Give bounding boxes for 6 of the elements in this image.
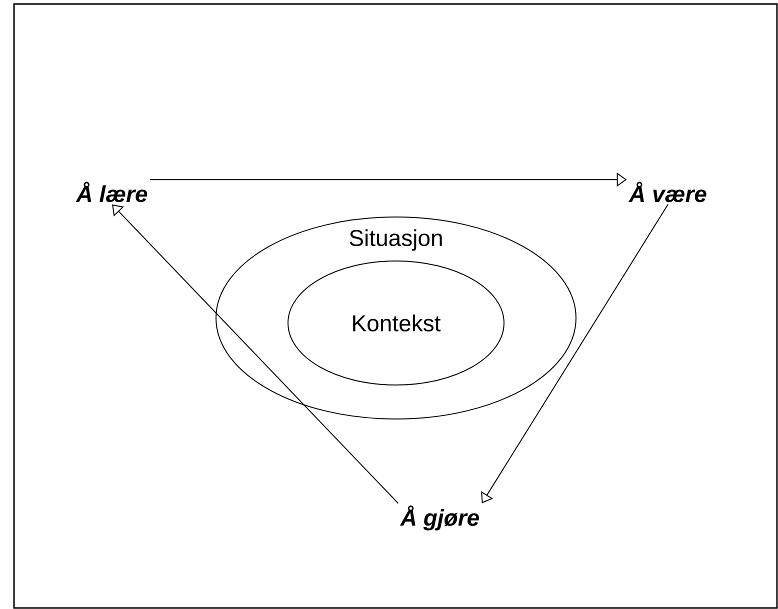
stage-label: Å gjøre (400, 506, 479, 530)
ellipse-label: Kontekst (353, 314, 441, 332)
stage-label: Å være (628, 182, 706, 202)
ellipse-label: Situasjon (350, 229, 442, 251)
stage-label: Å lære (76, 182, 148, 202)
arrow (481, 204, 668, 504)
